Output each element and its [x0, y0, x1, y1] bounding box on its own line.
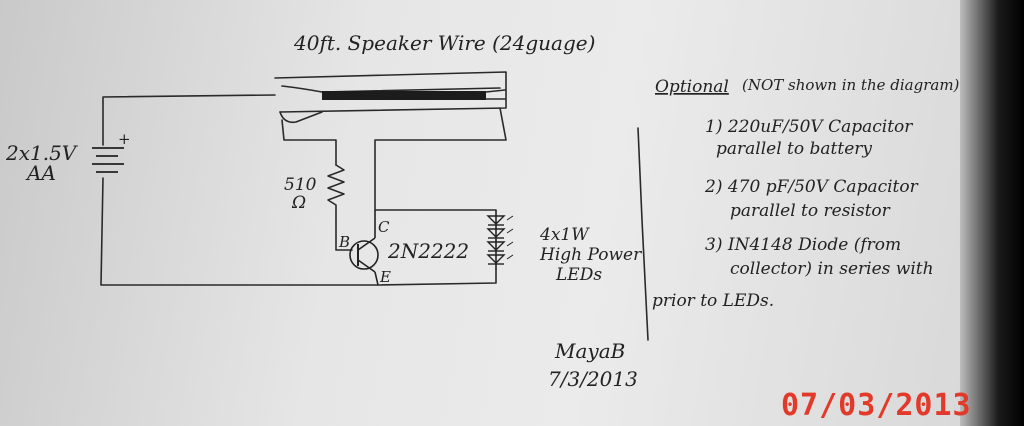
resistor-unit: Ω — [291, 193, 306, 213]
optional-item-2-line1: 2) 470 pF/50V Capacitor — [704, 177, 919, 197]
optional-item-1-line1: 1) 220uF/50V Capacitor — [705, 117, 913, 137]
led-string — [486, 210, 514, 270]
optional-item-1-line2: parallel to battery — [716, 139, 872, 159]
transistor-pin-base: B — [338, 233, 350, 251]
optional-item-3-line3: prior to LEDs. — [652, 291, 774, 311]
battery-label: 2x1.5V — [5, 141, 79, 165]
paper-edge-shadow — [960, 0, 1024, 426]
battery-symbol: + — [92, 130, 131, 173]
led-type-label: High Power — [539, 245, 642, 265]
battery-type: AA — [25, 161, 56, 185]
camera-date-stamp: 07/03/2013 — [781, 388, 972, 423]
optional-item-3-line1: 3) IN4148 Diode (from — [705, 235, 901, 255]
battery-polarity: + — [118, 130, 131, 148]
signature-name: MayaB — [554, 339, 625, 363]
resistor-symbol — [327, 164, 353, 251]
signature-date: 7/3/2013 — [548, 367, 638, 391]
resistor-value: 510 — [284, 175, 317, 195]
led-count-label: 4x1W — [539, 225, 590, 245]
wire-right-down — [374, 107, 507, 211]
optional-item-2-line2: parallel to resistor — [730, 201, 891, 221]
speaker-wire — [274, 71, 507, 124]
optional-heading: Optional — [655, 77, 729, 97]
speaker-wire-label: 40ft. Speaker Wire (24guage) — [293, 31, 595, 55]
divider-line — [637, 127, 649, 341]
transistor-part-number: 2N2222 — [387, 239, 469, 263]
optional-note: (NOT shown in the diagram) — [742, 76, 960, 94]
led-label: LEDs — [555, 265, 602, 285]
transistor-symbol — [349, 210, 379, 286]
wire-led-return — [377, 269, 497, 286]
speaker-wire-coil — [322, 91, 486, 100]
wire-top-left — [102, 94, 276, 146]
optional-item-3-line2: collector) in series with — [730, 259, 934, 279]
wire-resistor-top — [281, 119, 337, 166]
paper-sheet — [0, 0, 1000, 426]
transistor-pin-emitter: E — [379, 268, 391, 286]
wire-battery-bottom — [100, 177, 379, 286]
transistor-pin-collector: C — [378, 218, 390, 236]
